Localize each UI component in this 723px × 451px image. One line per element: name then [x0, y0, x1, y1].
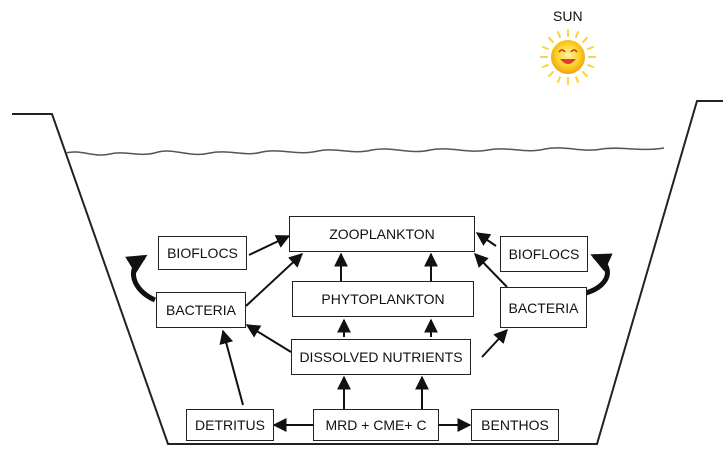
zooplankton-box: ZOOPLANKTON [289, 216, 475, 252]
curved-arrow-right [585, 253, 613, 296]
sun-icon [540, 29, 596, 85]
dissolved-nutrients-box: DISSOLVED NUTRIENTS [291, 339, 471, 375]
arrow-bacteria-left-to-zoo [245, 253, 304, 307]
bacteria-right-box: BACTERIA [500, 287, 587, 328]
bacteria-left-box: BACTERIA [156, 292, 246, 328]
phytoplankton-box: PHYTOPLANKTON [292, 281, 474, 317]
water-surface [65, 147, 665, 156]
bioflocs-left-box: BIOFLOCS [158, 236, 247, 270]
arrow-nutrients-to-bacteria-left [245, 324, 292, 353]
arrow-bioflocs-left-to-zoo [248, 235, 291, 256]
sun-label: SUN [553, 8, 583, 24]
arrow-bioflocs-right-to-zoo [475, 232, 497, 247]
benthos-box: BENTHOS [471, 409, 559, 441]
mrd-cme-c-box: MRD + CME+ C [313, 409, 439, 441]
arrow-detritus-to-bacteria [219, 329, 244, 406]
arrow-bacteria-right-to-zoo [474, 252, 508, 288]
detritus-box: DETRITUS [186, 409, 274, 441]
curved-arrow-left [125, 254, 157, 303]
bioflocs-right-box: BIOFLOCS [500, 236, 588, 272]
arrow-nutrients-to-bacteria-right [481, 328, 508, 358]
